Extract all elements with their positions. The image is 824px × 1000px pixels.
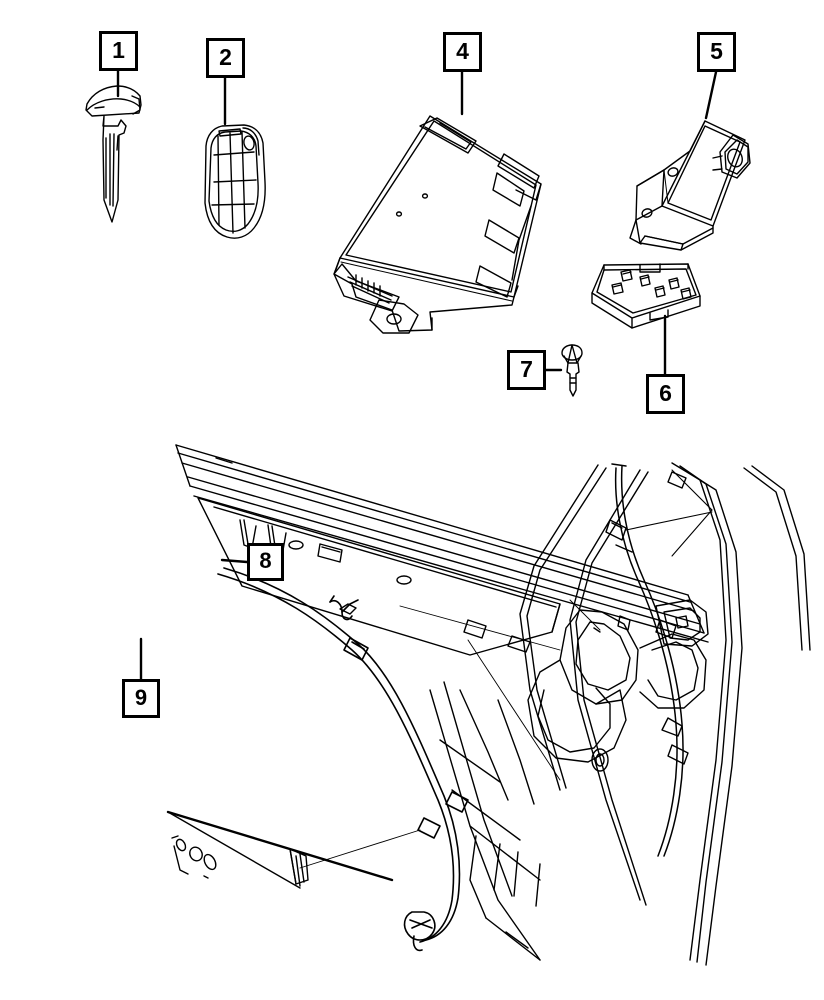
door-inner-panel [527, 599, 709, 772]
callout-8[interactable]: 8 [247, 543, 284, 581]
callout-2-label: 2 [219, 43, 232, 70]
callout-5-label: 5 [710, 37, 723, 64]
callout-2[interactable]: 2 [206, 38, 245, 78]
callout-6-label: 6 [659, 379, 672, 406]
part-retainer-clip [561, 344, 583, 397]
callout-4-label: 4 [456, 37, 469, 64]
lower-body-ledge [166, 810, 394, 882]
roof-rail [175, 444, 709, 643]
part-mounting-plate [591, 263, 701, 329]
callout-7[interactable]: 7 [507, 350, 546, 390]
pillar-cross-braces [625, 469, 713, 557]
callout-5[interactable]: 5 [697, 32, 736, 72]
door-lower-frame [429, 681, 541, 961]
callout-7-label: 7 [520, 355, 533, 382]
hook-symbol [329, 595, 359, 621]
wiring-harness [217, 567, 469, 952]
part-key-fob [204, 124, 266, 239]
callout-6[interactable]: 6 [646, 374, 685, 414]
part-control-module [333, 115, 542, 334]
part-antenna-bracket [629, 120, 751, 251]
callout-9[interactable]: 9 [122, 679, 160, 718]
vehicle-body-assembly [166, 444, 811, 966]
lower-body-ledge-detail [167, 811, 309, 889]
a-pillar [519, 462, 811, 966]
leader-lines [116, 69, 718, 681]
part-key-blade [85, 85, 142, 223]
callout-9-label: 9 [134, 684, 148, 710]
construction-lines [299, 599, 601, 869]
callout-1-label: 1 [112, 36, 125, 63]
callout-8-label: 8 [259, 548, 272, 573]
callout-4[interactable]: 4 [443, 32, 482, 72]
harness-pillar-branch [611, 463, 684, 857]
callout-1[interactable]: 1 [99, 31, 138, 71]
